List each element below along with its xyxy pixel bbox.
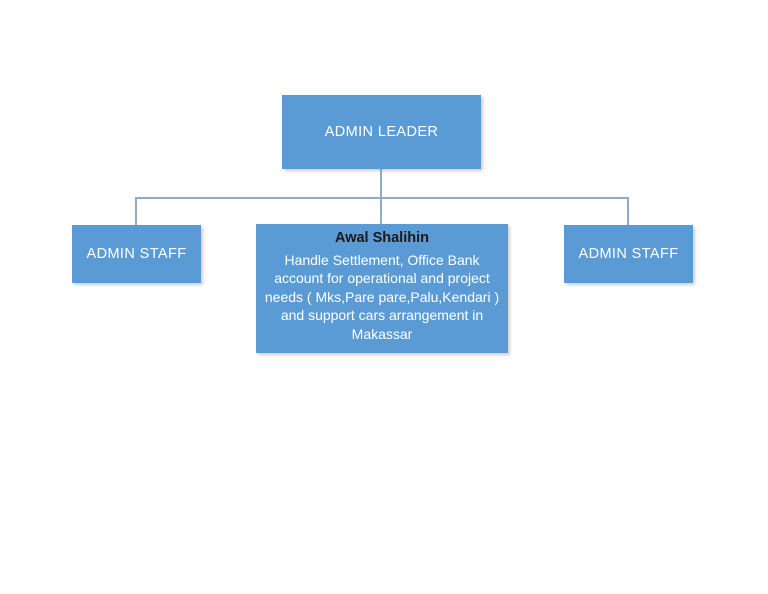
org-node-admin-staff-right-label: ADMIN STAFF — [578, 246, 679, 262]
org-node-admin-staff-right[interactable]: ADMIN STAFF — [564, 225, 693, 283]
connector-horizontal-bus — [135, 197, 629, 199]
org-node-admin-staff-detail[interactable]: Awal Shalihin Handle Settlement, Office … — [256, 224, 508, 353]
connector-drop-right — [627, 197, 629, 226]
org-node-admin-leader-label: ADMIN LEADER — [324, 124, 439, 140]
org-node-person-description: Handle Settlement, Office Bank account f… — [264, 251, 500, 342]
org-node-person-name: Awal Shalihin — [334, 230, 429, 246]
org-node-admin-staff-left[interactable]: ADMIN STAFF — [72, 225, 201, 283]
org-node-admin-leader[interactable]: ADMIN LEADER — [282, 95, 481, 169]
connector-drop-left — [135, 197, 137, 226]
org-node-admin-staff-left-label: ADMIN STAFF — [86, 246, 187, 262]
